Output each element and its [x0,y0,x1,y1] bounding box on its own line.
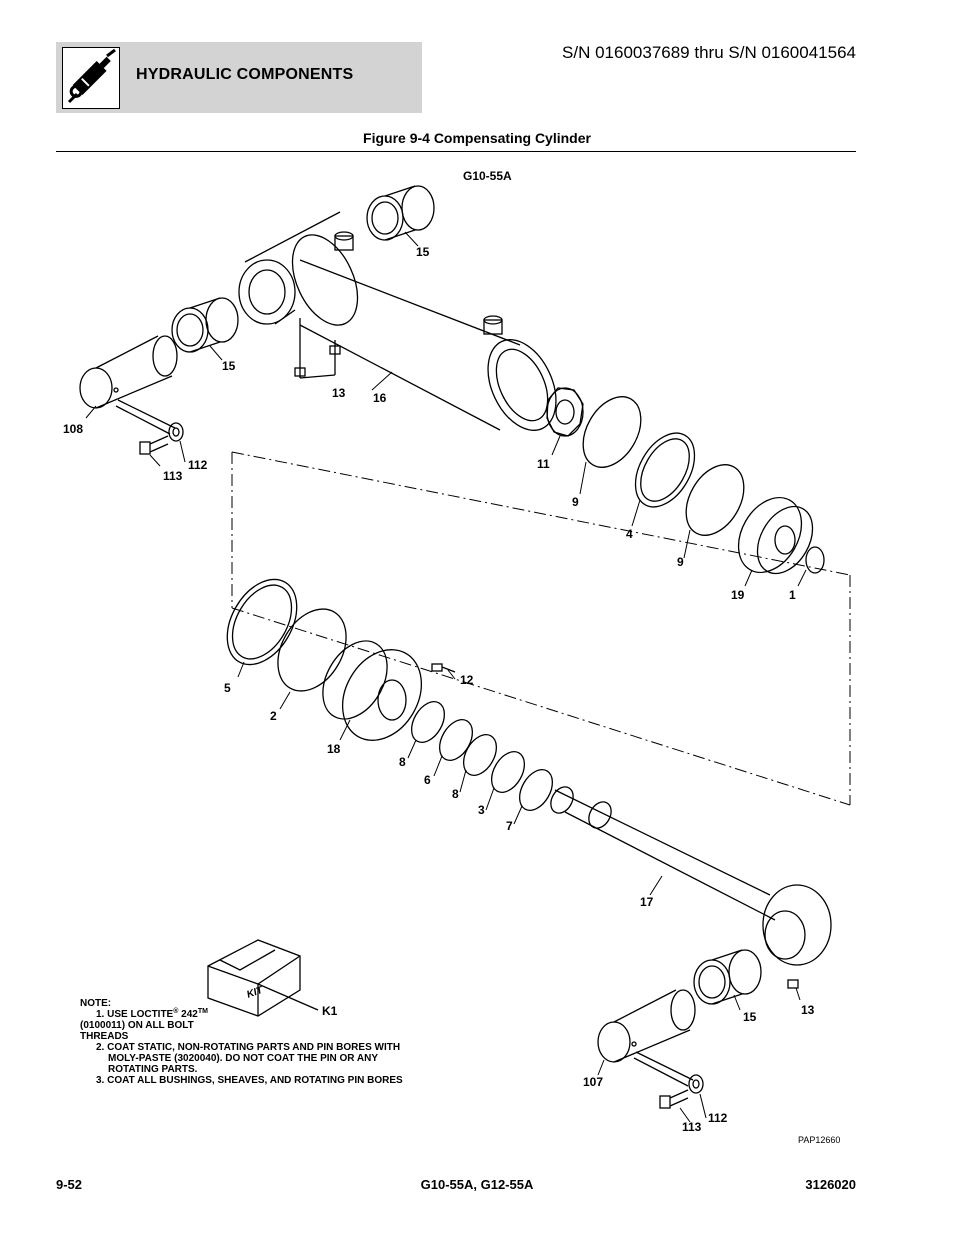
callout-15: 15 [743,1010,757,1024]
callout-112: 112 [708,1111,728,1125]
serial-number-range: S/N 0160037689 thru S/N 0160041564 [562,43,856,62]
callout-107: 107 [583,1075,603,1089]
callout-15: 15 [222,359,236,373]
callout-8: 8 [452,787,459,801]
section-title: HYDRAULIC COMPONENTS [136,66,354,83]
note-1: 1. USE LOCTITE® 242TM [96,1008,208,1020]
cylinder-barrel [238,211,557,431]
kit-label: KIT [245,985,265,1001]
callout-112: 112 [188,458,208,472]
note-3: 3. COAT ALL BUSHINGS, SHEAVES, AND ROTAT… [96,1075,403,1086]
notes-heading: NOTE: [80,998,112,1009]
note-1-line2: (0100011) ON ALL BOLT [80,1020,194,1031]
header-divider [56,151,856,152]
head-18 [322,640,422,741]
callout-13: 13 [801,1003,815,1017]
figure-title: Figure 9-4 Compensating Cylinder [363,130,591,146]
bolt-113-bottom [633,1051,704,1109]
callout-12: 12 [460,673,474,687]
callout-16: 16 [373,391,387,405]
callout-11: 11 [537,457,550,471]
hydraulic-cylinder-icon [62,47,120,109]
callout-17: 17 [640,895,654,909]
drawing-number: PAP12660 [798,1135,840,1145]
piston-19 [737,496,814,575]
footer-models: G10-55A, G12-55A [420,1177,534,1192]
callout-5: 5 [224,681,231,695]
callout-1: 1 [789,588,796,602]
callout-15: 15 [416,245,430,259]
callout-4: 4 [626,527,633,541]
pin-108 [79,335,178,409]
bolt-113-top [115,399,184,455]
callout-8: 8 [399,755,406,769]
note-2-line3: ROTATING PARTS. [108,1064,198,1075]
callout-7: 7 [506,819,513,833]
note-1-line3: THREADS [80,1031,129,1042]
rod-17 [550,786,832,966]
callout-108: 108 [63,422,83,436]
callout-18: 18 [327,742,341,756]
note-2: 2. COAT STATIC, NON-ROTATING PARTS AND P… [96,1042,401,1053]
kit-box [207,939,319,1017]
callout-9: 9 [572,495,579,509]
callout-13: 13 [332,386,346,400]
bushing-bottom [693,949,762,1005]
nut-11 [546,387,584,437]
manual-number: 3126020 [805,1177,856,1192]
section-header: HYDRAULIC COMPONENTS [56,42,422,113]
notes-block: NOTE: 1. USE LOCTITE® 242TM (0100011) ON… [80,998,403,1086]
callout-6: 6 [424,773,431,787]
callout-113: 113 [682,1120,702,1134]
bushing-top [366,185,435,241]
bushing-left [171,297,239,353]
callout-2: 2 [270,709,277,723]
pin-107 [597,989,696,1063]
callout-9: 9 [677,555,684,569]
note-2-line2: MOLY-PASTE (3020040). DO NOT COAT THE PI… [108,1053,379,1064]
callout-k1: K1 [322,1004,338,1018]
callout-19: 19 [731,588,745,602]
page-number: 9-52 [56,1177,83,1192]
model-label: G10-55A [463,169,512,183]
callout-3: 3 [478,803,485,817]
callout-113: 113 [163,469,183,483]
